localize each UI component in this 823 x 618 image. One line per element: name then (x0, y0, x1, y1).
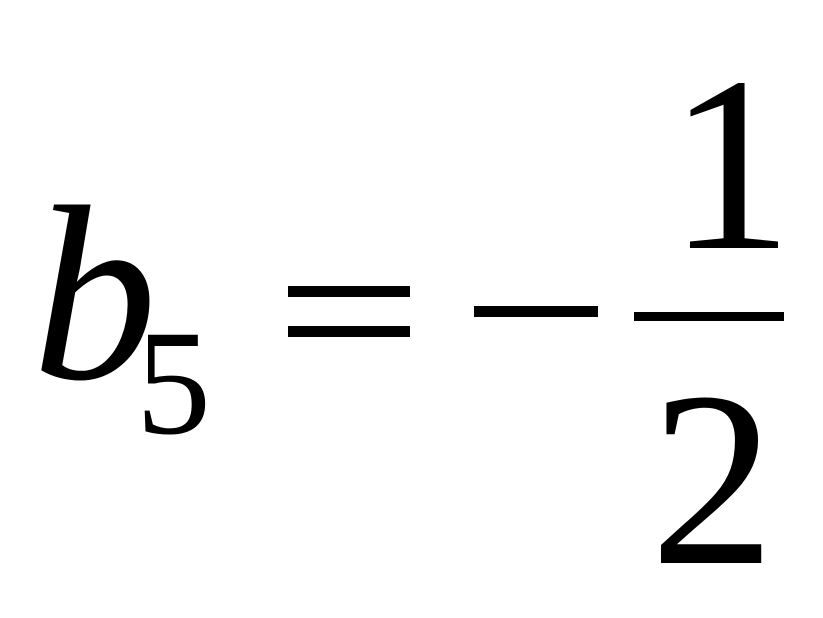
fraction-bar (634, 312, 784, 321)
minus-sign (474, 306, 598, 317)
equals-sign-bottom-bar (288, 326, 410, 337)
variable-b: b (32, 156, 157, 433)
equals-sign-top-bar (288, 286, 410, 297)
fraction-numerator: 1 (668, 26, 793, 303)
subscript-5: 5 (136, 300, 211, 466)
fraction-denominator: 2 (650, 341, 775, 618)
